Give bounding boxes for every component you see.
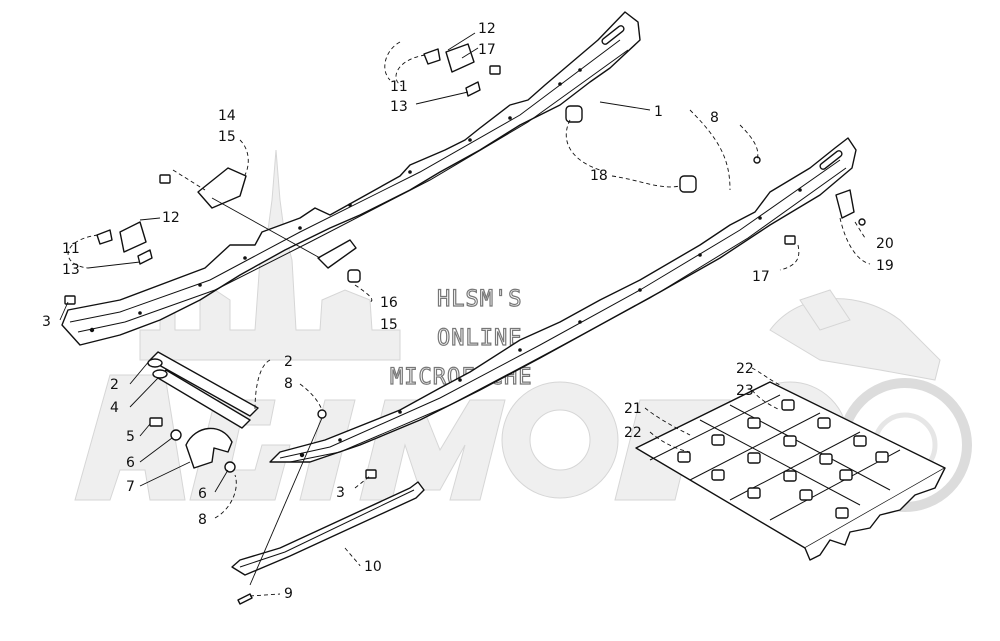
callout-15-lower: 15: [380, 317, 398, 333]
callout-7: 7: [126, 479, 135, 495]
hardware: [64, 43, 866, 605]
lower-slide-rail: [269, 137, 857, 463]
track-section: [635, 381, 946, 561]
callout-5: 5: [126, 429, 135, 445]
callout-22-top: 22: [736, 361, 754, 377]
callout-3-upper: 3: [42, 314, 51, 330]
callout-8-upper: 8: [710, 110, 719, 126]
callout-8-lower: 8: [198, 512, 207, 528]
callout-17-lower: 17: [752, 269, 770, 285]
callout-23: 23: [736, 383, 754, 399]
callout-4: 4: [110, 400, 119, 416]
callout-17-upper: 17: [478, 42, 496, 58]
callout-13-lower: 13: [62, 262, 80, 278]
callout-1: 1: [654, 104, 663, 120]
callout-18: 18: [590, 168, 608, 184]
callout-14: 14: [218, 108, 236, 124]
callout-19: 19: [876, 258, 894, 274]
callout-8-middle: 8: [284, 376, 293, 392]
callout-12-upper: 12: [478, 21, 496, 37]
callout-16: 16: [380, 295, 398, 311]
callouts: 1 8 12 17 11 13 14 15 18 12 11 13 20 19 …: [42, 21, 894, 602]
watermark-line-1: HLSM'S: [437, 287, 522, 312]
callout-11-lower: 11: [62, 241, 80, 257]
callout-21: 21: [624, 401, 642, 417]
callout-9: 9: [284, 586, 293, 602]
callout-22-bottom: 22: [624, 425, 642, 441]
callout-2-left: 2: [110, 377, 119, 393]
callout-13-upper: 13: [390, 99, 408, 115]
callout-2-right: 2: [284, 354, 293, 370]
callout-12-lower: 12: [162, 210, 180, 226]
leader-lines: [59, 32, 871, 597]
track-clips: [677, 399, 889, 519]
callout-20: 20: [876, 236, 894, 252]
callout-11-upper: 11: [390, 79, 408, 95]
callout-10: 10: [364, 559, 382, 575]
cross-shaft: [147, 351, 259, 429]
callout-15-upper: 15: [218, 129, 236, 145]
bumper-lower: [119, 221, 147, 253]
callout-3-lower: 3: [336, 485, 345, 501]
callout-6-right: 6: [198, 486, 207, 502]
bumper-upper: [445, 43, 475, 73]
wear-strip: [231, 481, 425, 576]
callout-6-left: 6: [126, 455, 135, 471]
